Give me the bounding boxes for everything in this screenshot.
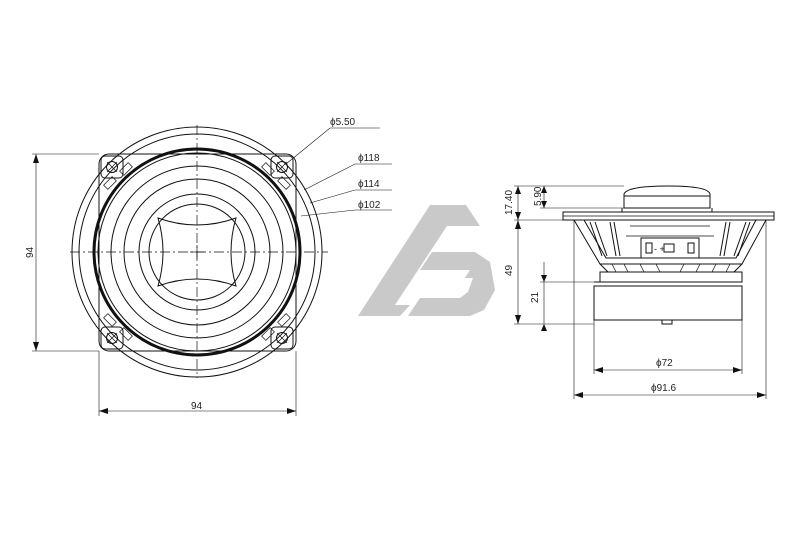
- mount-tab-tl: [100, 155, 133, 190]
- dim-label-d102: ϕ102: [358, 200, 381, 211]
- dim-label-magnet-diameter: ϕ72: [656, 358, 673, 369]
- dim-label-d118: ϕ118: [358, 153, 380, 164]
- basket-ribs: [589, 221, 751, 257]
- dim-label-basket-diameter: ϕ91.6: [651, 383, 677, 394]
- mount-tab-bl: [100, 313, 133, 350]
- ab-logo-watermark: [358, 205, 495, 316]
- dim-label-depth: 49: [504, 264, 515, 276]
- dim-label-tweeter-height: 5.90: [533, 186, 544, 206]
- terminal-polarity-label: - +: [654, 244, 665, 254]
- front-view: [32, 125, 392, 416]
- dim-label-d5-50: ϕ5.50: [330, 117, 356, 128]
- dim-label-magnet-height: 21: [530, 291, 541, 303]
- dim-label-top-height: 17.40: [504, 190, 515, 215]
- mount-tab-tr: [261, 155, 294, 190]
- dim-label-d114: ϕ114: [358, 179, 380, 190]
- mount-tab-br: [261, 313, 294, 350]
- dim-label-height: 94: [25, 246, 36, 258]
- side-view: - +: [514, 185, 775, 399]
- dim-label-width: 94: [191, 401, 203, 412]
